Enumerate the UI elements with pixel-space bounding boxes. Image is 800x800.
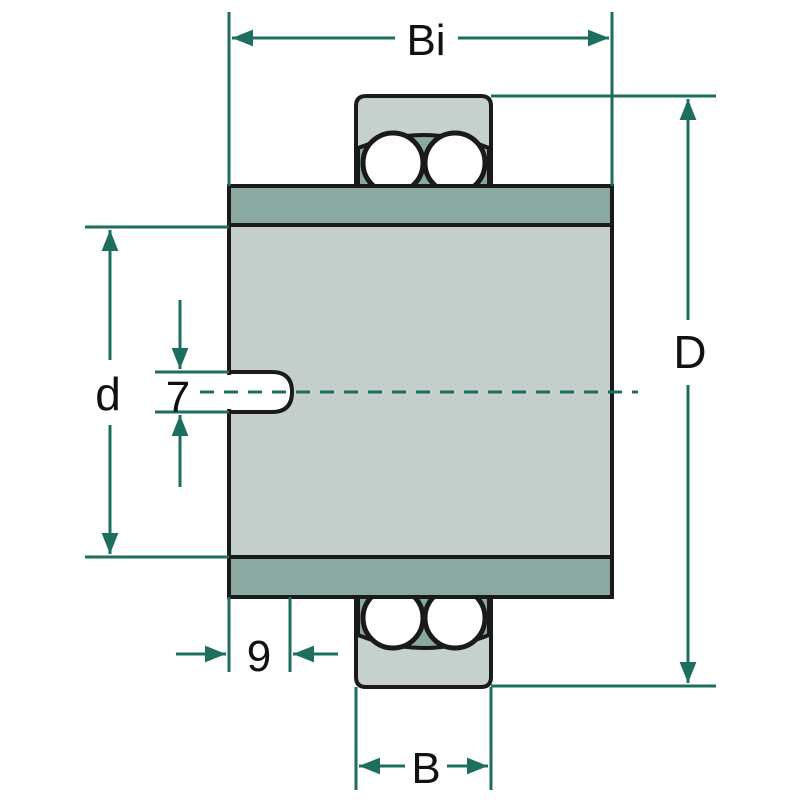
label-B: B [411, 744, 440, 793]
label-slot-width: 7 [166, 373, 190, 422]
label-d: d [95, 368, 121, 420]
bearing-bottom [354, 585, 493, 689]
bearing-top [354, 94, 493, 196]
label-offset: 9 [247, 632, 271, 681]
label-D: D [673, 326, 706, 378]
label-bi: Bi [406, 16, 445, 65]
